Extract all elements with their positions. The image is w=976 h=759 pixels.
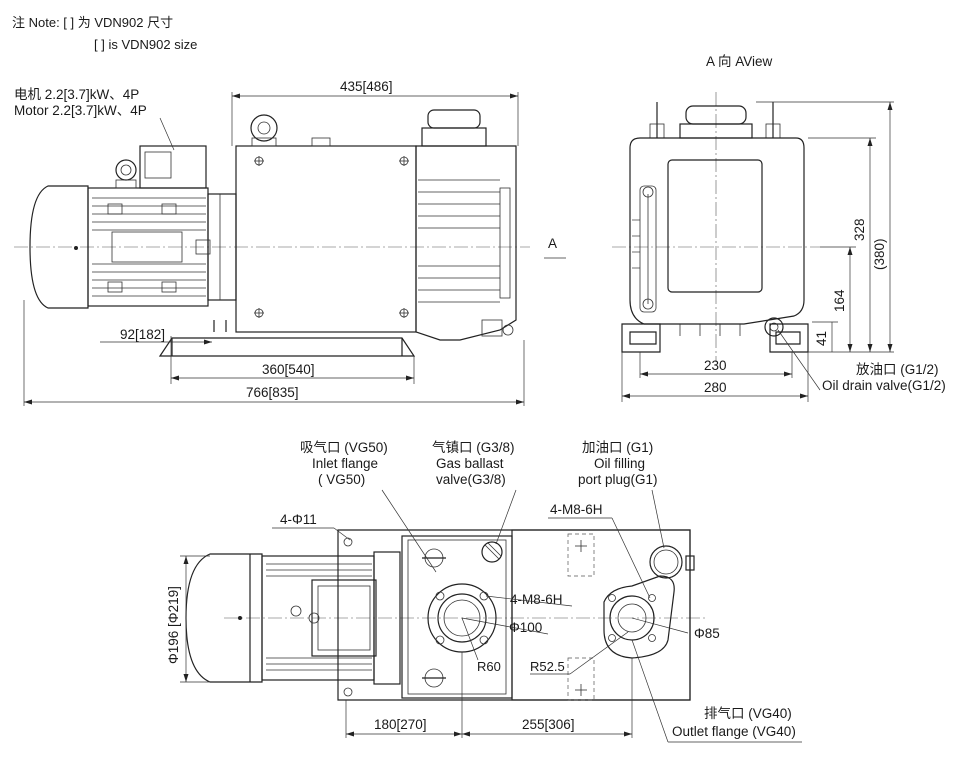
- dim-side-height-alt: (380): [872, 238, 887, 270]
- plan-view: [185, 529, 706, 701]
- motor-nameplate: [111, 231, 183, 263]
- motor-label-en: Motor 2.2[3.7]kW、4P: [14, 103, 147, 118]
- inlet-radius: R60: [477, 659, 501, 674]
- motor-fins: [92, 197, 206, 297]
- pump-screws: [254, 156, 409, 318]
- view-a-label: A 向 AView: [706, 54, 773, 69]
- outlet-label-cn: 排气口 (VG40): [704, 706, 792, 721]
- plan-annotations: 吸气口 (VG50) Inlet flange ( VG50) 气镇口 (G3/…: [166, 440, 802, 743]
- drain-label-cn: 放油口 (G1/2): [856, 362, 939, 377]
- filling-label-en2: port plug(G1): [578, 472, 658, 487]
- mount-holes-label: 4-Φ11: [280, 512, 317, 527]
- dim-base-height: 41: [814, 331, 829, 346]
- front-view: [14, 109, 530, 357]
- side-foot-right: [769, 323, 809, 353]
- dim-center-height: 164: [832, 289, 847, 312]
- mount-hole-1: [343, 537, 353, 547]
- front-drain-valve: [502, 324, 514, 336]
- motor-lifting-eye: [115, 159, 137, 181]
- dim-total-length: 766[835]: [246, 385, 299, 400]
- front-dimensions: 435[486] 360[540] 766[835] 92[182] 电机 2.…: [14, 79, 566, 406]
- thread-top-label: 4-M8-6H: [550, 502, 603, 517]
- pump-base: [158, 337, 416, 357]
- ballast-label-en2: valve(G3/8): [436, 472, 506, 487]
- plan-coupling: [373, 551, 401, 685]
- side-drain-valve: [764, 317, 784, 337]
- dim-outer-width: 280: [704, 380, 727, 395]
- plan-terminal-box: [311, 579, 377, 657]
- oil-tank: [415, 145, 517, 341]
- dim-top-width: 435[486]: [340, 79, 393, 94]
- side-cover-plate: [667, 159, 763, 293]
- dim-inner-width: 230: [704, 358, 727, 373]
- note-cn: 注 Note: [ ] 为 VDN902 尺寸: [12, 15, 173, 30]
- inlet-label-en2: ( VG50): [318, 472, 365, 487]
- outlet-diameter: Φ85: [694, 626, 720, 641]
- terminal-box: [139, 145, 207, 189]
- motor-fan-cover: [29, 185, 89, 309]
- plan-base-plate: [337, 529, 691, 701]
- inlet-label-en1: Inlet flange: [312, 456, 378, 471]
- dim-base-width: 360[540]: [262, 362, 315, 377]
- side-sight-glass: [639, 185, 657, 313]
- filler-neck: [421, 127, 487, 147]
- side-view: A 向 AView: [612, 54, 820, 362]
- plan-motor-fins: [266, 563, 372, 671]
- outlet-flange-plate: [603, 575, 675, 659]
- oil-filling-plug: [649, 545, 683, 579]
- filling-label-cn: 加油口 (G1): [582, 440, 653, 455]
- inlet-label-cn: 吸气口 (VG50): [300, 440, 388, 455]
- gas-ballast-valve: [481, 541, 503, 563]
- side-foot-left: [621, 323, 661, 353]
- plan-oil-tank: [511, 529, 691, 701]
- pump-lifting-eye: [250, 114, 278, 142]
- dim-motor-offset: 92[182]: [120, 327, 165, 342]
- view-arrow-label: A: [548, 236, 557, 251]
- note-en: [ ] is VDN902 size: [94, 37, 197, 52]
- drain-label-en: Oil drain valve(G1/2): [822, 378, 946, 393]
- motor-label-cn: 电机 2.2[3.7]kW、4P: [14, 87, 139, 102]
- filling-label-en1: Oil filling: [594, 456, 645, 471]
- ballast-label-cn: 气镇口 (G3/8): [432, 440, 515, 455]
- outlet-label-en: Outlet flange (VG40): [672, 724, 796, 739]
- side-dimensions: (380) 328 164 41 230 280 放油口 (G1/2) Oil …: [621, 101, 946, 402]
- outlet-radius: R52.5: [530, 659, 565, 674]
- pump-body: [235, 145, 417, 333]
- filler-cap: [427, 109, 481, 129]
- fan-center-mark: [74, 246, 78, 250]
- tank-fins: [418, 179, 500, 303]
- dim-plan-right: 255[306]: [522, 717, 575, 732]
- mount-hole-2: [343, 687, 353, 697]
- dim-side-height: 328: [852, 218, 867, 241]
- oil-sight-glass: [499, 187, 511, 299]
- motor-diameter: Φ196 [Φ219]: [166, 586, 181, 664]
- ballast-label-en1: Gas ballast: [436, 456, 504, 471]
- dim-plan-left: 180[270]: [374, 717, 427, 732]
